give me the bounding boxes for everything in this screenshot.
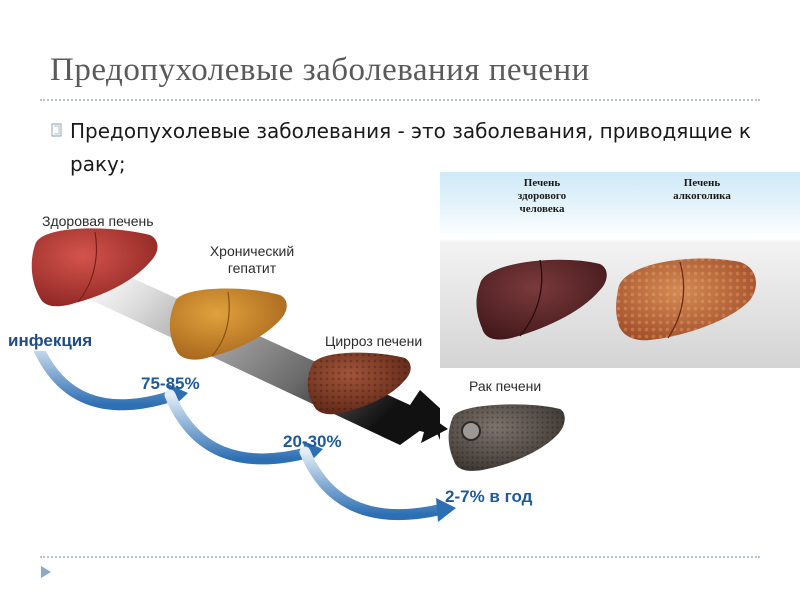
liver-comparison-photo: Печень здорового человека Печень алкогол…: [440, 172, 800, 368]
arrow-label-2: 20-30%: [283, 432, 342, 452]
bullet-icon: [50, 123, 63, 143]
healthy-liver-photo: [476, 260, 606, 340]
infection-label: инфекция: [0, 331, 96, 351]
arrow-label-3: 2-7% в год: [445, 487, 532, 507]
tumor-mark: [462, 422, 480, 440]
slide-nav-icon[interactable]: [40, 565, 52, 584]
cancer-liver-graphic: [445, 395, 570, 477]
alcoholic-liver-photo: [616, 258, 756, 340]
arrow-label-1: 75-85%: [141, 374, 200, 394]
title-divider: [40, 99, 760, 101]
photo-livers: [440, 172, 800, 368]
stage-label-hepatitis: Хронический гепатит: [207, 243, 297, 277]
stage-label-cirrhosis: Цирроз печени: [325, 333, 422, 349]
beam-arrow-head: [395, 405, 450, 445]
footer-divider: [40, 556, 760, 558]
slide-title: Предопухолевые заболевания печени: [50, 52, 590, 89]
stage-label-cancer: Рак печени: [469, 378, 541, 394]
stage-label-healthy: Здоровая печень: [42, 213, 154, 229]
curve-arrow-3: [305, 452, 440, 515]
